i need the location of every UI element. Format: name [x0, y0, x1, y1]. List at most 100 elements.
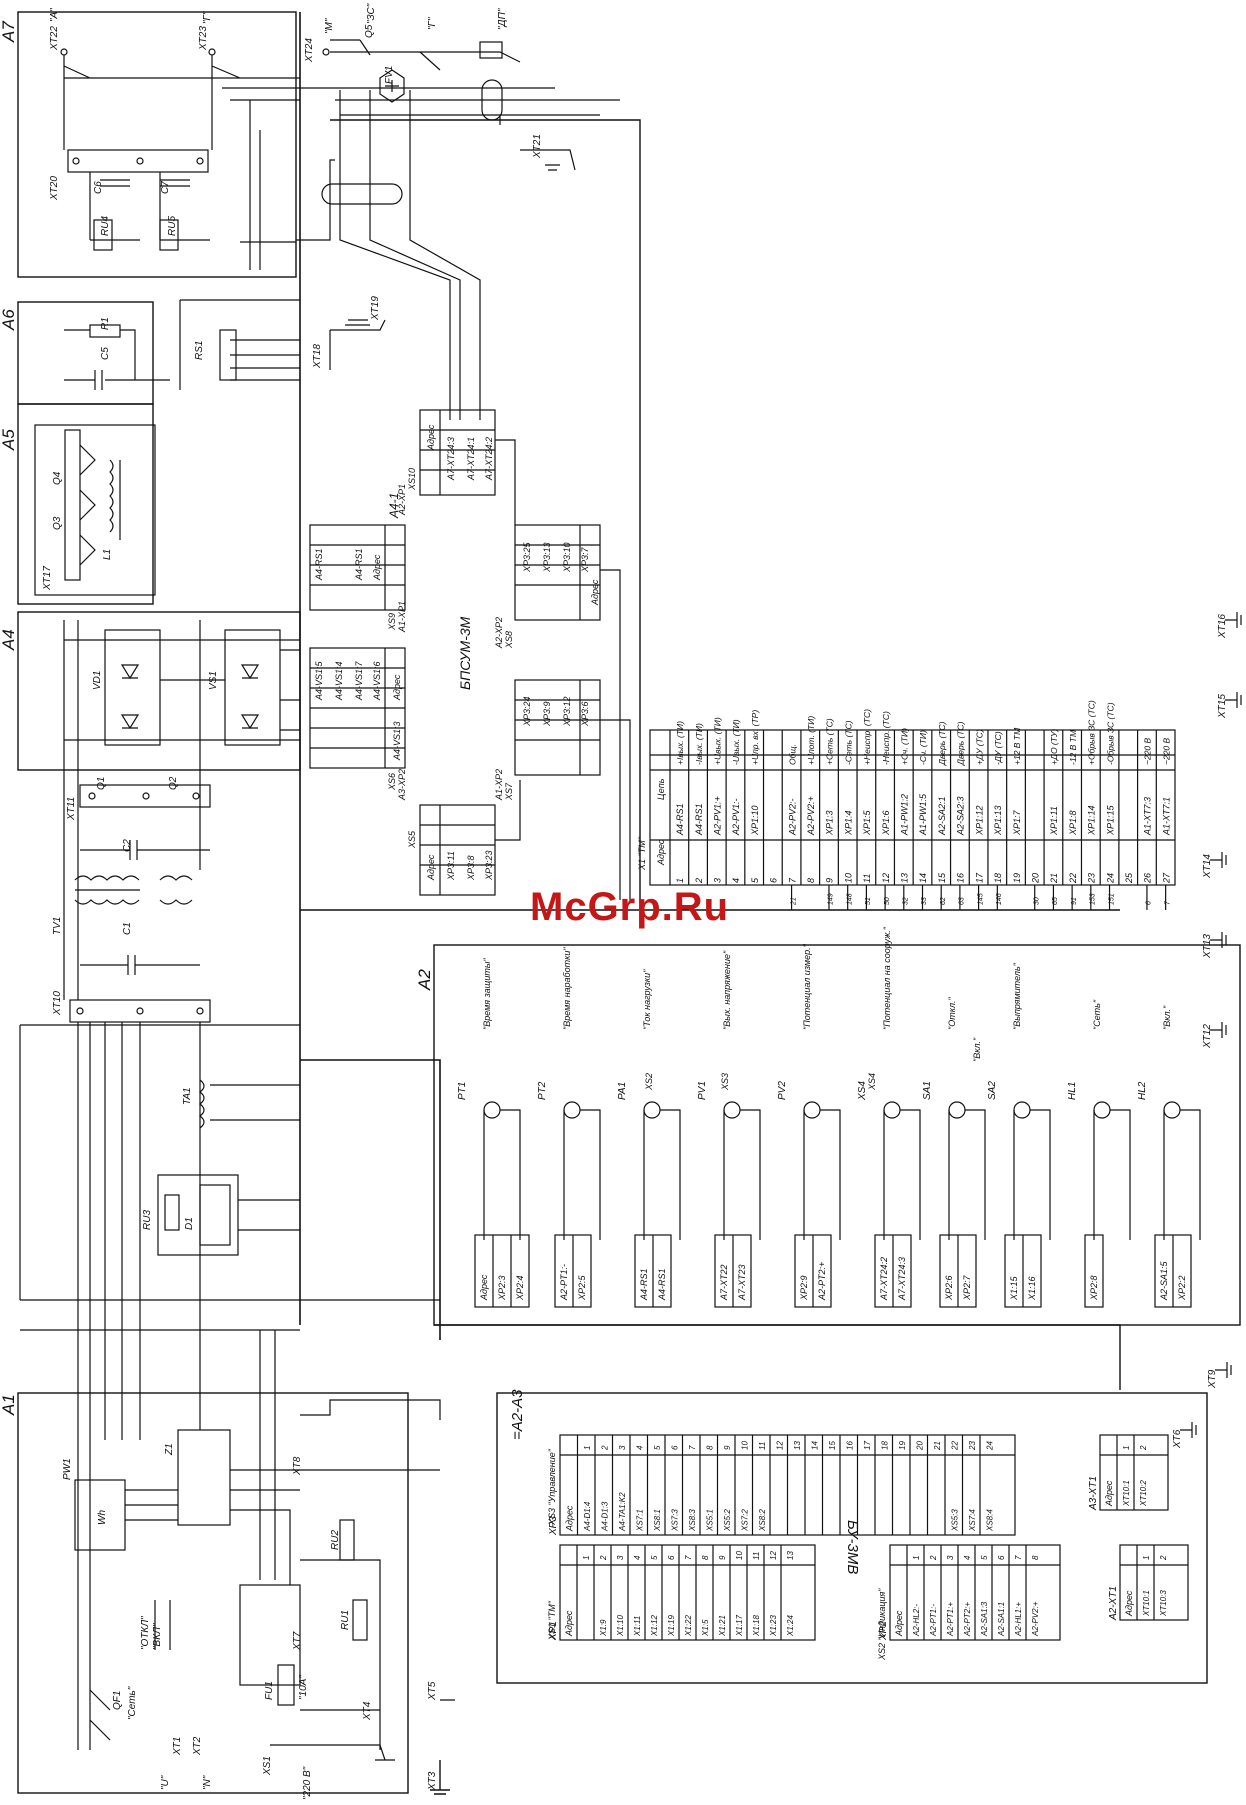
xt10-block [69, 999, 211, 1023]
ground-terminal-label: XT14 [1202, 854, 1213, 879]
x1tm-row-circuit: -Обрыв ЗС (ТС) [1105, 702, 1115, 765]
xt22-terminal-icon [60, 48, 68, 56]
ru5-varistor-icon [159, 219, 179, 251]
x1tm-row-wire: 21 [790, 897, 797, 906]
xp3-row-number: 6 [670, 1445, 679, 1450]
xp3-row-number: 17 [863, 1441, 872, 1450]
x1tm-row-address: A4-RS1 [675, 803, 685, 836]
xp3-row-address: XS7:2 [740, 1509, 749, 1532]
a41-label: A4-1 [387, 493, 401, 519]
x1tm-row-number: 16 [956, 873, 966, 883]
qf1-label: QF1 [112, 1691, 123, 1710]
x1tm-row-circuit: -ДУ (ТС) [993, 731, 1003, 765]
ground-terminal-label: XT12 [1202, 1024, 1213, 1049]
x1tm-row-address: XP1:11 [1049, 806, 1059, 836]
ru5-label: RU5 [167, 216, 178, 236]
x1tm-row-wire: 30 [1033, 897, 1040, 905]
xp2-row-number: 6 [997, 1555, 1006, 1560]
x1tm-row-circuit: Дверь (ТС) [956, 721, 966, 766]
xs10-table [419, 409, 496, 496]
xs10-row-2: A7-XT24:1 [466, 437, 476, 481]
xt7-label: XT7 [292, 1631, 303, 1651]
x1tm-row-circuit: +Uпот. (ТИ) [806, 716, 816, 765]
on-label: "ВКЛ" [152, 1623, 163, 1650]
g-tag: "Г" [427, 17, 438, 30]
d1-optocoupler-icon [199, 1184, 231, 1246]
xs8-header: Адрес [590, 579, 600, 606]
z1-label: Z1 [164, 1443, 175, 1456]
z1-filter-icon [177, 1429, 231, 1526]
xt24-ferrite-icon [321, 183, 403, 205]
x1tm-row-number: 3 [713, 878, 723, 883]
xt3-label: XT3 [427, 1771, 438, 1791]
xp2-row-address: A2-SA1:3 [980, 1601, 989, 1637]
xt2-tag: "N" [202, 1775, 213, 1790]
xp2-row-address: A2-PT1:+ [946, 1602, 955, 1637]
xs2-label: XS2 [644, 1073, 654, 1091]
ground-icon [1210, 852, 1227, 868]
a3xt1-row-number: 1 [1122, 1446, 1131, 1450]
x1tm-row-wire: 32 [903, 897, 910, 905]
xp3-row-address: XS5:1 [705, 1509, 714, 1532]
ground-terminal-label: XT13 [1202, 934, 1213, 959]
xp2-header: Адрес [894, 1610, 904, 1637]
xp3-tag: XS3 "Управление" [547, 1448, 557, 1526]
a2-indicator-symbol-icon [1093, 1101, 1111, 1119]
x1tm-row-circuit: -Сеть (ТС) [843, 720, 853, 765]
xs1-label: XS1 [262, 1756, 273, 1776]
x1tm-row-address: A2-PV2:- [787, 798, 797, 836]
a2-indicator-wire [883, 1109, 921, 1240]
a2-indicator-symbol-icon [723, 1101, 741, 1119]
c7-label: C7 [160, 181, 171, 194]
a2-indicator-table-cell: X1:16 [1027, 1276, 1037, 1301]
a2-indicator-table-cell: A2-SA1:5 [1159, 1260, 1169, 1301]
ru3-block [157, 1174, 239, 1256]
xp1-row-number: 5 [650, 1555, 659, 1560]
xs5-header: Адрес [426, 854, 436, 881]
xp2-row-address: A2-PV2:+ [1031, 1601, 1040, 1637]
xp1-row-address: X1:5 [701, 1619, 710, 1637]
xp3-row-number: 19 [898, 1441, 907, 1450]
a2-indicator-symbol-icon [643, 1101, 661, 1119]
xs6-row-5: A4-VS1:5 [314, 660, 324, 701]
ground-terminal-label: XT6 [1172, 1429, 1183, 1449]
x1tm-row-circuit: +12 В ТМ [1012, 727, 1022, 765]
xs5-row-2: XP3:8 [466, 855, 476, 881]
x1tm-rows: 1A4-RS1+Iвых. (ТИ)2A4-RS1-Iвых. (ТИ)3A2-… [669, 700, 1171, 910]
x1tm-row-number: 27 [1161, 872, 1171, 884]
xp3-row-number: 4 [635, 1445, 644, 1450]
xs6-name: XS6 [387, 773, 397, 791]
x1tm-row-number: 5 [750, 877, 760, 883]
ground-terminal-label: XT9 [1207, 1369, 1218, 1389]
a2-indicator-wire [483, 1109, 521, 1240]
ru1-varistor-icon [352, 1599, 368, 1641]
xt10-label: XT10 [52, 991, 63, 1016]
c5-label: C5 [100, 347, 111, 360]
x1tm-row-number: 24 [1105, 873, 1115, 884]
a3xt1-header: Адрес [1104, 1480, 1114, 1507]
x1tm-table [649, 729, 1176, 886]
xp3-row-address: XS8:4 [985, 1509, 994, 1532]
x1tm-row-address: A1-PW1:2 [900, 794, 910, 836]
x1tm-row-wire: 65 [1052, 897, 1059, 905]
x1tm-row-circuit: -Uвых. (ТИ) [731, 719, 741, 765]
a2-indicator-table-cell: A4-RS1 [639, 1268, 649, 1301]
xp1-row-address: X1:24 [786, 1615, 795, 1637]
x1tm-row-wire: 151 [1108, 893, 1115, 905]
xt11-block [79, 784, 211, 808]
x1tm-row-wire: 146 [996, 893, 1003, 905]
block-label-a2: A2 [415, 969, 434, 991]
xp1-row-number: 3 [616, 1555, 625, 1560]
a5-inner-frame [34, 424, 156, 596]
vd1-label: VD1 [92, 671, 103, 690]
frame-a5 [17, 403, 154, 605]
xs10-row-3: A7-XT24:2 [484, 437, 494, 481]
ground-icon [1225, 692, 1242, 708]
vkl-label: "Вкл." [972, 1037, 982, 1062]
x1tm-row-address: A2-PV1:+ [713, 796, 723, 836]
xp3-row-address: XS8:3 [688, 1509, 697, 1532]
xs10-sub: A2-XP1 [397, 484, 407, 516]
a2xt1-row-number: 1 [1142, 1556, 1151, 1560]
xp3-row-number: 18 [880, 1441, 889, 1450]
x1tm-row-address: XP1:14 [1087, 805, 1097, 836]
